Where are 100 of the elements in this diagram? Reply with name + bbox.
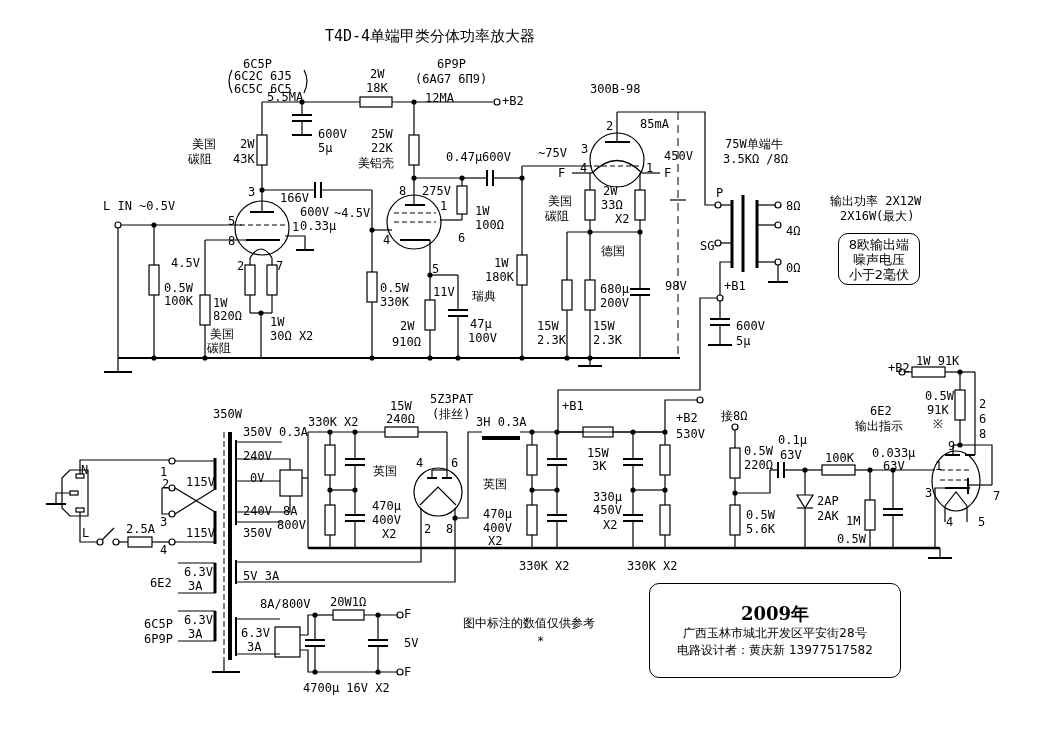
- circuit-label: 2X16W(最大): [840, 210, 915, 223]
- circuit-label: 100Ω: [475, 219, 504, 232]
- circuit-label: 2.3K: [593, 334, 622, 347]
- circuit-label: 8Ω: [786, 200, 801, 213]
- circuit-label: 9: [948, 440, 956, 453]
- circuit-label: 德国: [601, 245, 625, 258]
- circuit-label: 美国: [548, 195, 572, 208]
- circuit-label: 4: [416, 457, 424, 470]
- circuit-label: 240V: [243, 505, 272, 518]
- circuit-label: 450V: [664, 150, 693, 163]
- circuit-label: 2: [424, 523, 432, 536]
- circuit-label: 4: [383, 234, 391, 247]
- circuit-label: 33Ω: [601, 199, 623, 212]
- circuit-label: 0.5W: [746, 509, 775, 522]
- circuit-label: 图中标注的数值仅供参考: [463, 617, 595, 630]
- circuit-label: 680μ: [600, 283, 629, 296]
- circuit-label: X2: [615, 213, 630, 226]
- circuit-label: 2.3K: [537, 334, 566, 347]
- circuit-label: 2AK: [817, 510, 839, 523]
- circuit-label: L IN ~0.5V: [103, 200, 176, 213]
- circuit-label: 350W: [213, 408, 242, 421]
- circuit-label: 200V: [600, 297, 629, 310]
- circuit-label: 1W: [213, 297, 228, 310]
- circuit-label: 3A: [188, 580, 203, 593]
- circuit-label: 115V: [186, 527, 215, 540]
- circuit-label: 瑞典: [472, 290, 496, 303]
- circuit-label: F: [404, 608, 412, 621]
- circuit-label: 30Ω X2: [270, 330, 314, 343]
- circuit-label: 100K: [825, 452, 854, 465]
- circuit-label: 15W: [587, 447, 609, 460]
- note-box: [838, 233, 920, 285]
- circuit-label: 530V: [676, 428, 705, 441]
- circuit-label: 英国: [483, 478, 507, 491]
- circuit-label: 1: [646, 162, 654, 175]
- circuit-label: 100K: [164, 295, 193, 308]
- circuit-label: 3K: [592, 460, 607, 473]
- circuit-label: 300B-98: [590, 83, 641, 96]
- circuit-label: 4: [946, 516, 954, 529]
- circuit-label: 5: [228, 215, 236, 228]
- circuit-label: 47μ: [470, 318, 492, 331]
- circuit-label: 碳阻: [545, 210, 569, 223]
- circuit-label: 3: [248, 186, 256, 199]
- circuit-label: 0.5W: [837, 533, 866, 546]
- circuit-label: 600V: [318, 128, 347, 141]
- circuit-label: 3: [581, 143, 589, 156]
- circuit-label: 8: [446, 523, 454, 536]
- circuit-label: 0.5W: [164, 282, 193, 295]
- circuit-label: X2: [382, 528, 397, 541]
- circuit-label: X2: [603, 519, 618, 532]
- circuit-label: 2W: [240, 138, 255, 151]
- circuit-label: 100V: [468, 332, 497, 345]
- circuit-label: 美铝壳: [358, 157, 394, 170]
- circuit-label: 350V: [243, 527, 272, 540]
- circuit-label: 400V: [372, 514, 401, 527]
- circuit-label: 115V: [186, 476, 215, 489]
- circuit-label: 0.033μ: [872, 447, 916, 460]
- circuit-label: 166V: [280, 192, 309, 205]
- circuit-label: N: [81, 464, 89, 477]
- circuit-label: SG: [700, 240, 715, 253]
- circuit-label: 180K: [485, 271, 514, 284]
- circuit-label: 22K: [371, 142, 393, 155]
- circuit-label: 8: [228, 235, 236, 248]
- circuit-label: 8: [979, 428, 987, 441]
- circuit-label: 6.3V: [184, 566, 213, 579]
- circuit-label: 330K X2: [308, 416, 359, 429]
- circuit-label: 碳阻: [188, 153, 212, 166]
- circuit-label: 6: [451, 457, 459, 470]
- circuit-label: 600V: [300, 206, 329, 219]
- circuit-label: 5.6K: [746, 523, 775, 536]
- circuit-label: 碳阻: [207, 342, 231, 355]
- circuit-label: 英国: [373, 465, 397, 478]
- circuit-label: 6C5P: [243, 58, 272, 71]
- circuit-label: 75W单端牛: [725, 138, 783, 151]
- designer-text: 电路设计者：黄庆新 13977517582: [677, 641, 873, 659]
- circuit-label: 1: [440, 200, 448, 213]
- circuit-label: 3.5KΩ /8Ω: [723, 153, 789, 166]
- circuit-label: 6.3V: [241, 627, 270, 640]
- circuit-label: 6P9P: [437, 58, 466, 71]
- circuit-label: 400V: [483, 522, 512, 535]
- info-heading: 2009年: [740, 602, 810, 625]
- circuit-label: 2W: [370, 68, 385, 81]
- circuit-label: ~4.5V: [334, 207, 371, 220]
- circuit-label: *: [537, 635, 545, 648]
- circuit-label: 8A: [283, 505, 298, 518]
- circuit-label: 15W: [390, 400, 412, 413]
- circuit-label: 3H 0.3A: [476, 416, 527, 429]
- circuit-label: 1W: [475, 205, 490, 218]
- circuit-label: 5Z3PAT: [430, 393, 474, 406]
- circuit-label: 7: [276, 260, 284, 273]
- circuit-label: 11V: [433, 286, 455, 299]
- circuit-label: 220Ω: [744, 459, 773, 472]
- circuit-label: 2W: [400, 320, 415, 333]
- circuit-label: 接8Ω: [721, 410, 748, 423]
- circuit-label: 1: [292, 221, 300, 234]
- circuit-label: P: [716, 187, 724, 200]
- circuit-label: 5: [432, 263, 440, 276]
- circuit-label: 4.5V: [171, 257, 200, 270]
- circuit-label: 600V: [736, 320, 765, 333]
- circuit-label: 1: [160, 466, 168, 479]
- circuit-label: 7: [993, 490, 1001, 503]
